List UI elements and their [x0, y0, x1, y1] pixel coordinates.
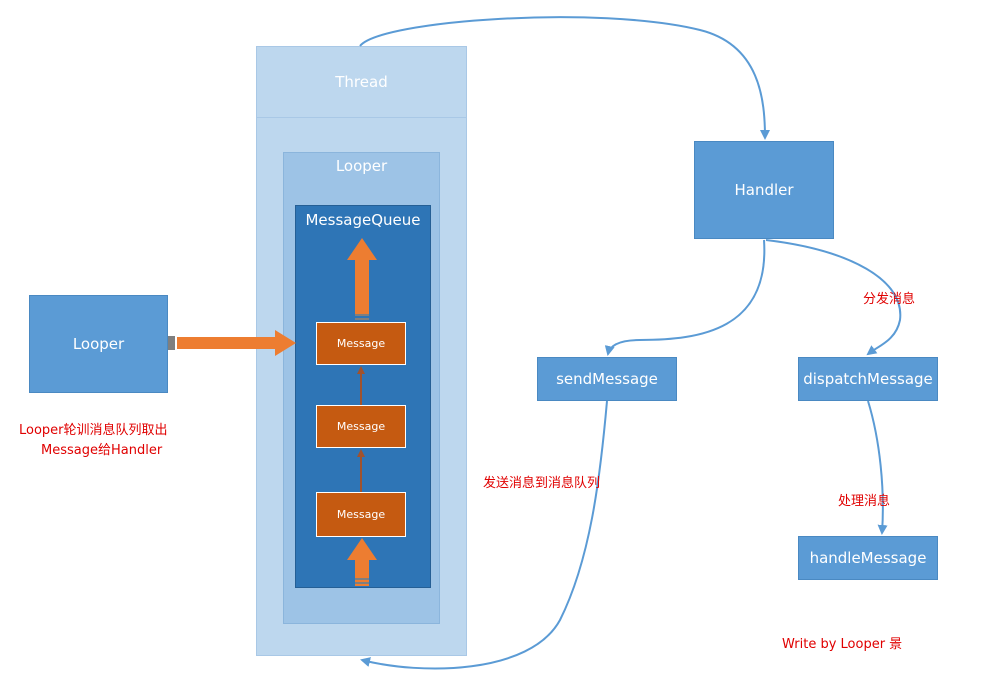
- message-label: Message: [336, 337, 386, 350]
- looper-container-title: Looper: [335, 157, 388, 175]
- queue-enter-up-arrow: [347, 538, 377, 586]
- handle-annotation: 处理消息: [838, 494, 891, 509]
- dispatch-annotation: 分发消息: [863, 292, 916, 307]
- looper-description-line2: Message给Handler: [41, 443, 163, 458]
- message-label: Message: [336, 508, 386, 521]
- looper-to-queue-arrow: [168, 330, 296, 356]
- send-message-label: sendMessage: [556, 370, 658, 388]
- message-bottom: Message: [316, 492, 406, 537]
- handler-to-dispatch-connector: [765, 239, 902, 356]
- handler-box: Handler: [694, 141, 834, 239]
- looper-description-line1: Looper轮训消息队列取出: [19, 423, 168, 438]
- looper-box-label: Looper: [72, 335, 125, 353]
- dispatch-to-handle-connector: [867, 400, 888, 535]
- message-label: Message: [336, 420, 386, 433]
- dispatch-message-label: dispatchMessage: [803, 370, 933, 388]
- handler-box-label: Handler: [734, 181, 794, 199]
- send-to-thread-connector: [360, 400, 608, 670]
- message-middle: Message: [316, 405, 406, 448]
- handler-to-send-connector: [604, 239, 766, 356]
- send-message-box: sendMessage: [537, 357, 677, 401]
- send-to-queue-annotation: 发送消息到消息队列: [483, 476, 601, 491]
- handle-message-box: handleMessage: [798, 536, 938, 580]
- message-queue-title: MessageQueue: [305, 211, 421, 229]
- dispatch-message-box: dispatchMessage: [798, 357, 938, 401]
- queue-exit-up-arrow: [347, 238, 377, 320]
- message-top: Message: [316, 322, 406, 365]
- thread-title: Thread: [257, 47, 466, 118]
- handle-message-label: handleMessage: [809, 549, 927, 567]
- thread-to-handler-connector: [359, 16, 770, 140]
- looper-box: Looper: [29, 295, 168, 393]
- signature: Write by Looper 景: [782, 637, 903, 652]
